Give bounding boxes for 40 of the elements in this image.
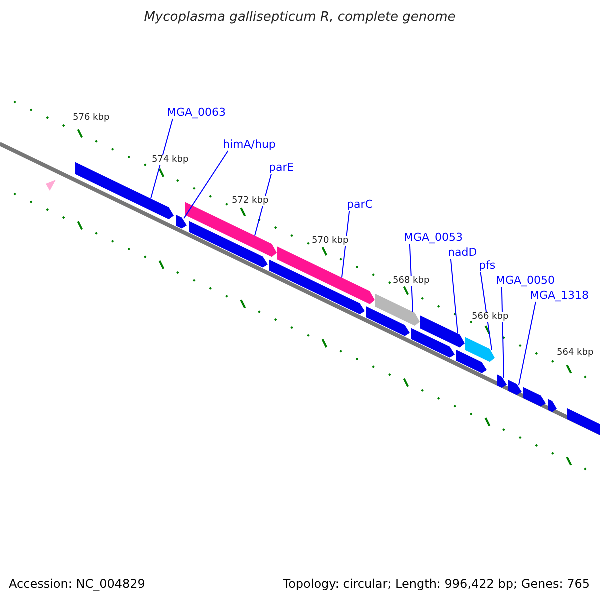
gene-block [508,380,522,396]
genome-summary-text: Topology: circular; Length: 996,422 bp; Genes: 765 [283,577,590,591]
scale-label: 564 kbp [557,348,594,358]
gene-name: parC [347,198,373,211]
gene-name: nadD [448,246,478,259]
gene-name: parE [269,161,294,174]
gene-name: MGA_1318 [530,289,590,302]
leader-line [480,272,492,351]
gene-block [420,315,465,348]
gene-block [189,221,268,268]
scale-label: 566 kbp [472,312,509,322]
accession-text: Accession: NC_004829 [9,577,146,591]
scale-label: 570 kbp [312,236,349,246]
gene-name: MGA_0063 [167,106,226,119]
gene-name: pfs [479,259,496,272]
gene-block [366,306,410,336]
gene-block [176,214,187,229]
scale-label: 568 kbp [393,276,430,286]
leader-line [150,118,174,200]
gene-block [548,399,557,412]
title: Mycoplasma gallisepticum R, complete genome [143,10,457,25]
scale-label: 576 kbp [73,113,110,123]
leader-line [518,302,536,386]
gene-block [375,294,420,326]
scale-label: 572 kbp [232,196,269,206]
gene-name: MGA_0053 [404,231,464,244]
gene-block [411,328,455,358]
scale-label: 574 kbp [152,155,189,165]
leader-line [450,258,458,334]
gene-block [269,260,365,315]
gene-block [75,162,174,220]
gene-block [523,387,546,407]
gene-block [277,246,375,304]
leader-line [501,286,504,378]
leader-line [184,150,229,220]
gene-block [456,350,487,374]
gene-block [497,374,507,388]
gene-name: himA/hup [223,138,276,151]
gene-name: MGA_0050 [496,274,556,287]
gene-block [465,337,495,362]
